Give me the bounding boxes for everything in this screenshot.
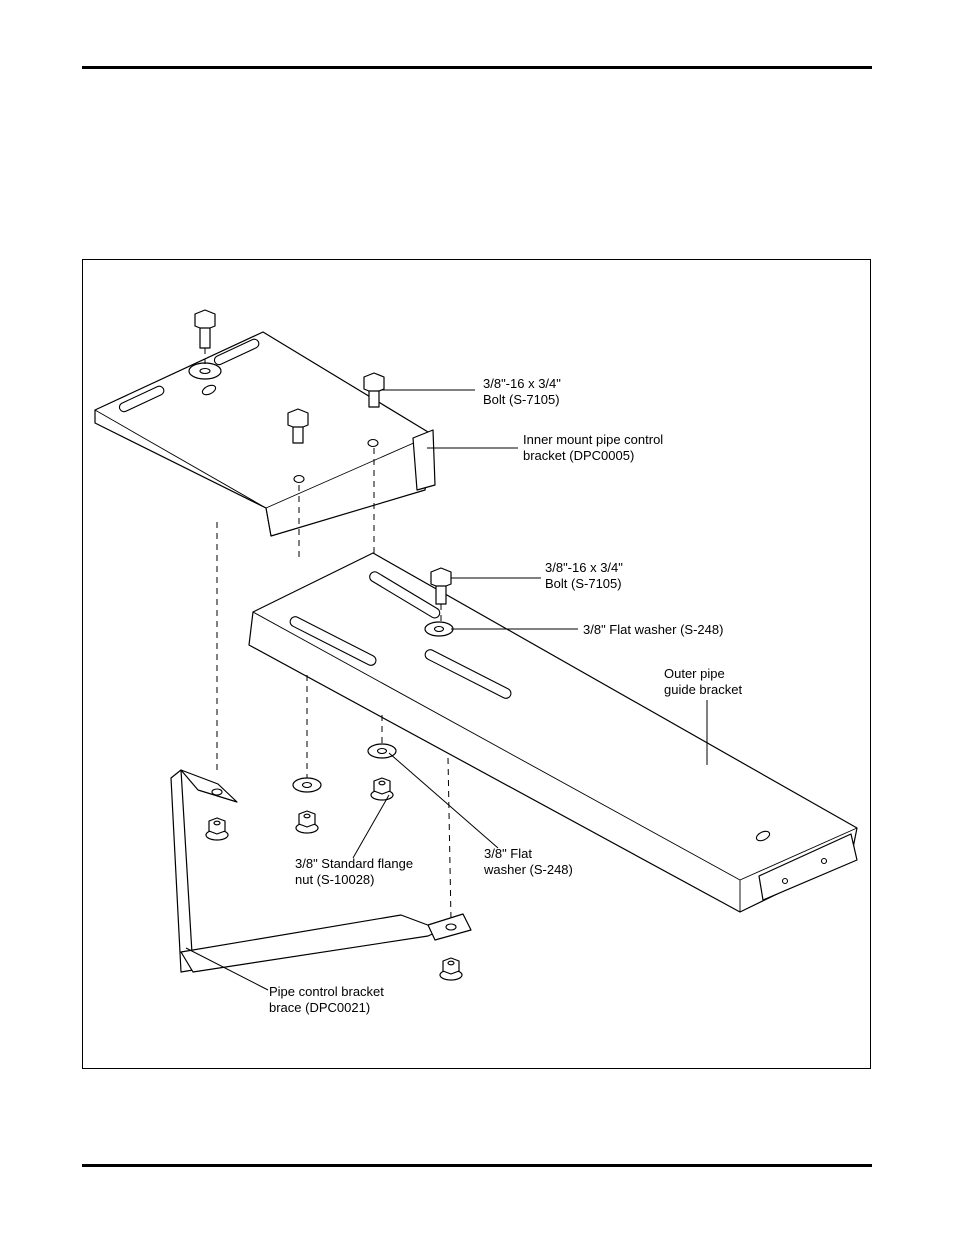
figure-frame: 3/8"-16 x 3/4" Bolt (S-7105) Inner mount… [82,259,871,1069]
flat-washer [189,363,221,379]
hole [368,440,378,447]
flat-washer [293,778,321,792]
callout-inner-mount-bracket: Inner mount pipe control bracket (DPC000… [523,432,663,464]
flat-washer [425,622,453,636]
callout-flat-washer-upper: 3/8" Flat washer (S-248) [583,622,723,638]
callout-bracket-brace: Pipe control bracket brace (DPC0021) [269,984,384,1016]
header-rule [82,66,872,69]
callout-outer-pipe-guide-bracket: Outer pipe guide bracket [664,666,742,698]
flange-nut [371,778,393,800]
hole [294,476,304,483]
callout-flat-washer-lower: 3/8" Flat washer (S-248) [484,846,573,878]
exploded-assembly-diagram [83,260,871,1069]
flange-nut [296,811,318,833]
flange-nut [206,818,228,840]
callout-bolt-upper: 3/8"-16 x 3/4" Bolt (S-7105) [483,376,561,408]
footer-rule [82,1164,872,1167]
hole [446,924,456,930]
side-hole [783,879,788,884]
bolt [195,310,215,348]
inner-mount-pipe-control-bracket [95,332,435,536]
flange-nut [440,958,462,980]
callout-bolt-lower: 3/8"-16 x 3/4" Bolt (S-7105) [545,560,623,592]
callout-flange-nut: 3/8" Standard flange nut (S-10028) [295,856,413,888]
hole [212,789,222,795]
side-hole [822,859,827,864]
